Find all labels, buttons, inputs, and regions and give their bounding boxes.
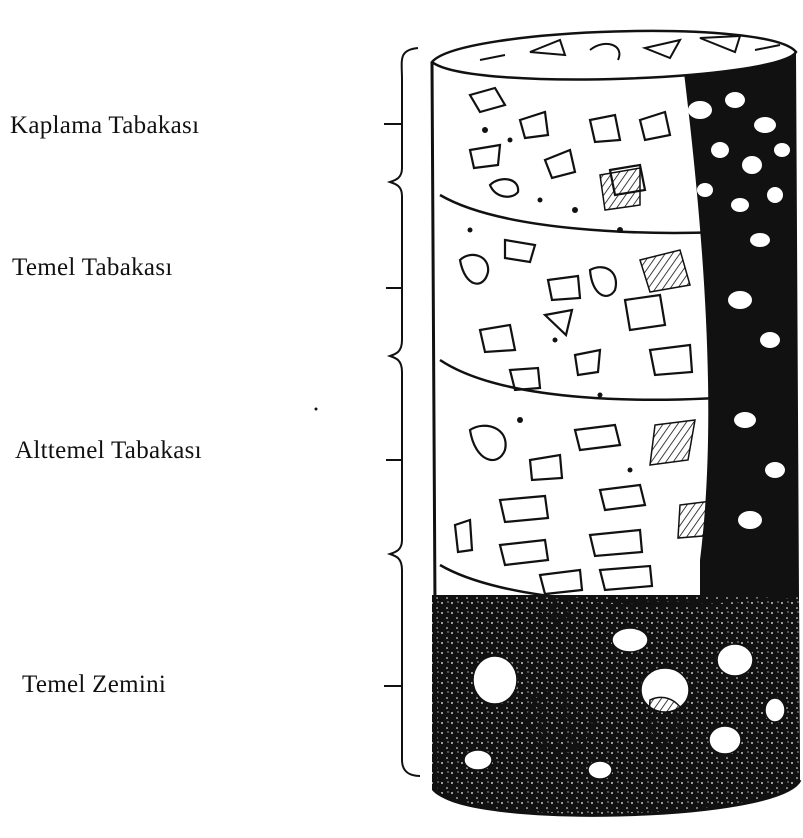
pavement-cylinder [425,0,803,838]
layer-label-subbase: Alttemel Tabakası [15,437,202,465]
bracket-subgrade [402,570,420,776]
bracket-subbase [390,372,402,570]
bracket-base [390,200,402,372]
stray-mark [315,408,318,411]
layer-label-surface: Kaplama Tabakası [10,112,199,140]
layer-label-base: Temel Tabakası [12,254,173,282]
layer-brackets [384,48,420,776]
layer-label-subgrade: Temel Zemini [22,671,166,699]
